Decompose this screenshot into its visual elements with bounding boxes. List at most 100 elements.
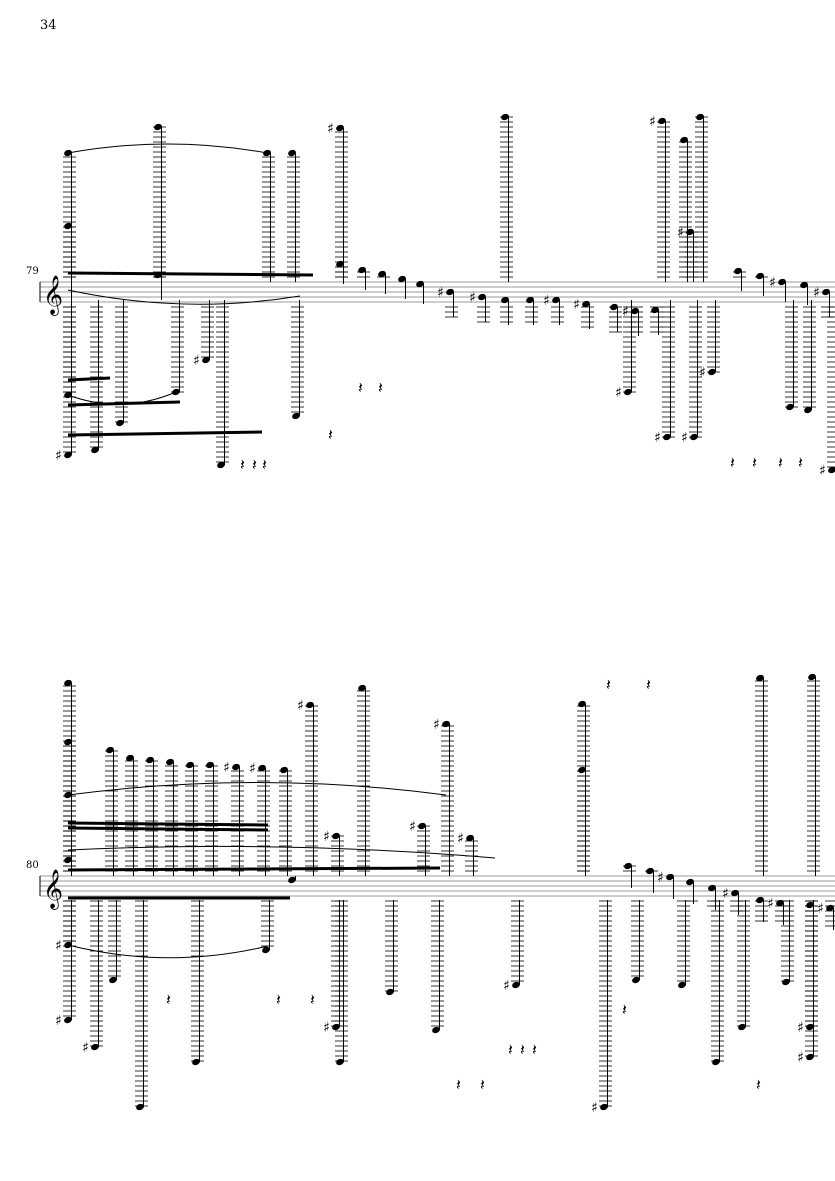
notehead bbox=[582, 300, 590, 308]
notehead bbox=[126, 754, 134, 762]
notehead bbox=[136, 1103, 144, 1111]
sharp-icon: ♯ bbox=[469, 290, 476, 306]
notehead bbox=[280, 766, 288, 774]
notehead bbox=[466, 834, 474, 842]
notehead bbox=[192, 1058, 200, 1066]
quarter-rest-icon: 𝄽 bbox=[456, 1075, 461, 1094]
notehead bbox=[738, 1023, 746, 1031]
notehead bbox=[442, 720, 450, 728]
sharp-icon: ♯ bbox=[813, 285, 820, 301]
notehead bbox=[332, 1023, 340, 1031]
sharp-icon: ♯ bbox=[677, 225, 684, 241]
sharp-icon: ♯ bbox=[409, 819, 416, 835]
quarter-rest-icon: 𝄽 bbox=[262, 455, 267, 474]
notehead bbox=[680, 136, 688, 144]
notehead bbox=[91, 446, 99, 454]
slur bbox=[67, 391, 177, 405]
sharp-icon: ♯ bbox=[591, 1100, 598, 1116]
quarter-rest-icon: 𝄽 bbox=[798, 453, 803, 472]
notehead bbox=[202, 356, 210, 364]
notehead bbox=[806, 1023, 814, 1031]
beam bbox=[67, 400, 181, 407]
quarter-rest-icon: 𝄽 bbox=[252, 455, 257, 474]
sharp-icon: ♯ bbox=[223, 760, 230, 776]
notehead bbox=[631, 307, 639, 315]
notehead bbox=[808, 673, 816, 681]
sharp-icon: ♯ bbox=[82, 1040, 89, 1056]
notehead bbox=[358, 266, 366, 274]
notehead bbox=[306, 701, 314, 709]
sharp-icon: ♯ bbox=[193, 353, 200, 369]
sharp-icon: ♯ bbox=[323, 829, 330, 845]
notehead bbox=[206, 761, 214, 769]
notehead bbox=[708, 884, 716, 892]
notehead bbox=[806, 901, 814, 909]
notehead bbox=[64, 856, 72, 864]
notehead bbox=[778, 278, 786, 286]
quarter-rest-icon: 𝄽 bbox=[310, 990, 315, 1009]
sharp-icon: ♯ bbox=[722, 886, 729, 902]
notehead bbox=[651, 306, 659, 314]
notehead bbox=[756, 674, 764, 682]
notehead bbox=[109, 976, 117, 984]
sharp-icon: ♯ bbox=[797, 1050, 804, 1066]
notehead bbox=[712, 1058, 720, 1066]
notehead bbox=[416, 280, 424, 288]
sharp-icon: ♯ bbox=[249, 761, 256, 777]
notehead bbox=[552, 296, 560, 304]
notehead bbox=[166, 758, 174, 766]
notehead bbox=[600, 1103, 608, 1111]
sharp-icon: ♯ bbox=[543, 293, 550, 309]
sharp-icon: ♯ bbox=[457, 831, 464, 847]
notehead bbox=[678, 981, 686, 989]
notehead bbox=[336, 1058, 344, 1066]
sharp-icon: ♯ bbox=[819, 463, 826, 479]
notehead bbox=[432, 1026, 440, 1034]
sharp-icon: ♯ bbox=[654, 430, 661, 446]
quarter-rest-icon: 𝄽 bbox=[480, 1075, 485, 1094]
notehead bbox=[686, 878, 694, 886]
notehead bbox=[64, 222, 72, 230]
notehead bbox=[804, 406, 812, 414]
notehead bbox=[91, 1043, 99, 1051]
quarter-rest-icon: 𝄽 bbox=[756, 1075, 761, 1094]
notehead bbox=[398, 275, 406, 283]
notehead bbox=[64, 738, 72, 746]
notehead bbox=[782, 978, 790, 986]
notehead bbox=[578, 766, 586, 774]
treble-clef-icon: 𝄞 bbox=[43, 869, 63, 910]
notehead bbox=[106, 746, 114, 754]
notehead bbox=[731, 889, 739, 897]
notehead bbox=[756, 896, 764, 904]
sharp-icon: ♯ bbox=[681, 430, 688, 446]
notehead bbox=[288, 149, 296, 157]
notehead bbox=[358, 684, 366, 692]
notehead bbox=[64, 679, 72, 687]
notehead bbox=[446, 288, 454, 296]
quarter-rest-icon: 𝄽 bbox=[646, 675, 651, 694]
notehead bbox=[64, 451, 72, 459]
sharp-icon: ♯ bbox=[797, 1020, 804, 1036]
notehead bbox=[501, 296, 509, 304]
beam bbox=[67, 866, 441, 872]
notehead bbox=[64, 1016, 72, 1024]
notehead bbox=[776, 899, 784, 907]
quarter-rest-icon: 𝄽 bbox=[532, 1040, 537, 1059]
notehead bbox=[186, 761, 194, 769]
notehead bbox=[288, 876, 296, 884]
sharp-icon: ♯ bbox=[433, 717, 440, 733]
beam bbox=[67, 821, 269, 827]
notehead bbox=[632, 976, 640, 984]
sharp-icon: ♯ bbox=[327, 121, 334, 137]
sharp-icon: ♯ bbox=[297, 698, 304, 714]
beam bbox=[67, 271, 314, 277]
sharp-icon: ♯ bbox=[573, 297, 580, 313]
notehead bbox=[386, 988, 394, 996]
quarter-rest-icon: 𝄽 bbox=[240, 455, 245, 474]
measure-number: 79 bbox=[26, 266, 39, 277]
notehead bbox=[734, 267, 742, 275]
beam bbox=[67, 430, 263, 437]
notehead bbox=[658, 117, 666, 125]
slur bbox=[67, 782, 447, 796]
notehead bbox=[232, 763, 240, 771]
